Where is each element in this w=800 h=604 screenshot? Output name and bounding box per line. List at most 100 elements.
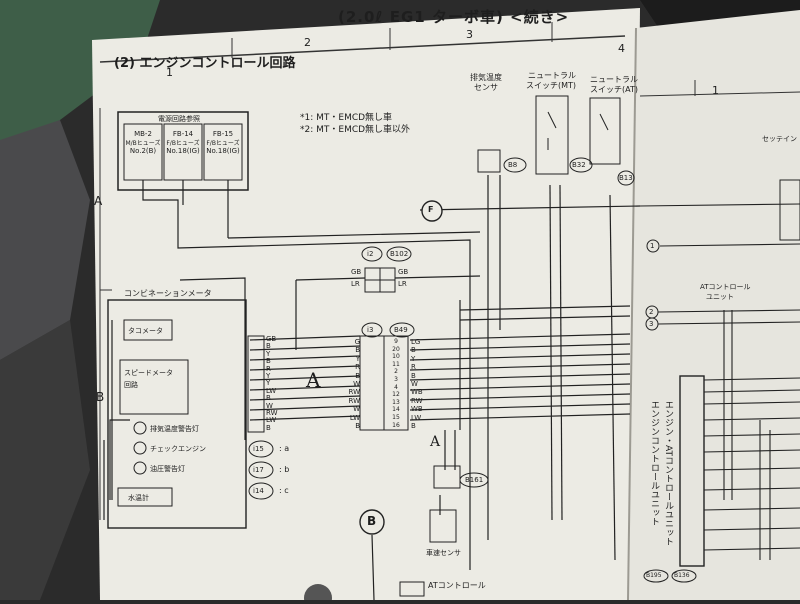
gutter <box>627 27 637 601</box>
column-label-4: 4 <box>618 42 625 55</box>
wire-label: W <box>266 401 273 410</box>
wire-label: B <box>411 371 416 380</box>
neutral-at-label-1: ニュートラル <box>590 75 638 84</box>
wire-label: Y <box>266 371 271 380</box>
fuse-1-id: MB-2 <box>134 130 152 138</box>
i2-oval <box>361 246 383 262</box>
section-title: (2) エンジンコントロール回路 <box>114 56 296 71</box>
column-label-3: 3 <box>466 28 473 41</box>
at-control-label: ATコントロール <box>428 581 486 590</box>
fuse-1: MB-2 M/Bヒューズ No.2(B) <box>125 130 161 155</box>
pin-number: 16 <box>392 421 400 429</box>
pin-number: 9 <box>394 338 398 345</box>
wire-label: LW <box>266 386 277 395</box>
wire-label: Y <box>355 354 360 363</box>
dark-object-2 <box>0 320 90 600</box>
meter-connector <box>247 335 265 433</box>
speed-sensor-label: 車速センサ <box>426 549 461 557</box>
wire-label: B <box>411 346 416 355</box>
circle-f <box>421 200 443 222</box>
b161-label: B161 <box>465 476 484 484</box>
right-conn-b136: B136 <box>674 572 690 579</box>
fuse-1-type: M/Bヒューズ <box>125 140 161 147</box>
wire-label: LG <box>411 338 421 346</box>
wire-label: R <box>266 364 271 373</box>
note-1: *1: MT・EMCD無し車 <box>300 113 393 123</box>
exhaust-temp-label-2: センサ <box>474 83 498 92</box>
wire-label: R <box>411 363 416 372</box>
legend-i15-code: i15 <box>253 445 264 453</box>
b102-label: B102 <box>390 250 409 258</box>
ecm-vertical-label-2: エンジン・ATコントロールユニット <box>663 400 673 546</box>
warning-lamp-icon <box>133 421 147 435</box>
wire-label: Y <box>266 379 271 388</box>
wire-label: W <box>411 379 418 388</box>
water-temp-box <box>117 487 173 507</box>
header-rule <box>99 35 626 63</box>
pin-number: 11 <box>392 360 400 368</box>
row-label-a: A <box>94 194 103 208</box>
oil-pressure-label: 油圧警告灯 <box>150 465 185 473</box>
wire-label: GB <box>266 335 277 343</box>
combination-meter-box <box>107 299 247 529</box>
pin-number: 2 <box>394 368 398 376</box>
pin-number: 10 <box>392 353 400 361</box>
fuse-2: FB-14 F/Bヒューズ No.18(IG) <box>165 130 201 155</box>
b32-label: B32 <box>572 161 586 169</box>
neutral-mt-label-1: ニュートラル <box>528 71 576 80</box>
check-engine-label: チェックエンジン <box>150 445 206 453</box>
fuse-3-no: No.18(IG) <box>206 147 240 155</box>
at-unit-label-2: ユニット <box>706 293 734 301</box>
b8-ellipse <box>503 157 527 173</box>
fuse-cell <box>203 123 243 181</box>
right-device <box>779 179 800 241</box>
wire-label: W <box>353 405 360 414</box>
legend-i14 <box>248 482 274 500</box>
wire-label: LW <box>266 416 277 425</box>
pin-number: 12 <box>392 391 400 399</box>
tachometer-box <box>123 319 173 341</box>
pin-number: 3 <box>394 375 398 383</box>
right-page <box>628 10 800 600</box>
wire-label: RW <box>348 396 360 405</box>
wire-label: B <box>355 421 360 430</box>
wire-label: B <box>266 357 271 366</box>
right-ecu-block <box>679 375 705 567</box>
b13-label: B13 <box>619 174 633 182</box>
wire-label: LW <box>411 413 422 422</box>
wire-label: B <box>266 394 271 403</box>
speedometer-label: スピードメータ <box>124 369 173 377</box>
right-circle-1 <box>646 239 660 253</box>
fuse-2-no: No.18(IG) <box>166 147 200 155</box>
wire-label: B <box>411 421 416 430</box>
page-title: (2.0ℓ EG1 ターボ車) <続き> <box>338 8 570 26</box>
circle-b <box>359 509 385 535</box>
wire-label: B <box>355 371 360 380</box>
right-conn-oval <box>671 569 697 583</box>
fuse-1-no: No.2(B) <box>129 147 157 155</box>
neutral-switch-at <box>589 97 621 165</box>
speedometer-box <box>119 359 189 415</box>
wire-label: WB <box>411 405 423 414</box>
oil-lamp-icon <box>133 461 147 475</box>
wire-label: RW <box>348 388 360 397</box>
note-2: *2: MT・EMCD無し車以外 <box>300 125 411 135</box>
warn-exhaust-label: 排気温度警告灯 <box>150 425 199 433</box>
left-page <box>92 8 640 600</box>
tachometer-label: タコメータ <box>128 327 163 335</box>
right-top-label: セッテイン <box>762 135 797 143</box>
wire-label: B <box>355 346 360 355</box>
pin-number: 14 <box>392 406 400 414</box>
b49-left-labels: G B Y R B W RW RW W LW B <box>344 338 360 430</box>
fuse-3-type: F/Bヒューズ <box>206 140 240 147</box>
neutral-mt-label-2: スイッチ(MT) <box>526 81 577 90</box>
right-column-label: 1 <box>712 84 719 97</box>
ecm-vertical-label: エンジンコントロールユニット <box>649 400 659 526</box>
handwritten-marker-small: A <box>430 434 441 450</box>
legend-i17-code: i17 <box>253 466 264 474</box>
b13-ellipse <box>617 170 635 186</box>
at-unit-label-1: ATコントロール <box>700 283 751 291</box>
combination-meter-title: コンビネーションメータ <box>124 289 212 298</box>
